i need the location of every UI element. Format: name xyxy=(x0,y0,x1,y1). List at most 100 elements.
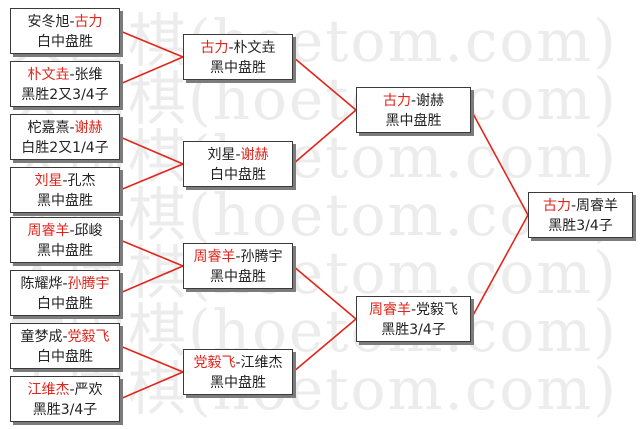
player-name: 刘星 xyxy=(34,173,63,189)
player-name: 古力 xyxy=(200,40,229,56)
matchup-line: 古力-谢赫 xyxy=(357,91,470,111)
connector-line xyxy=(470,214,529,320)
player-name: 孙腾宇 xyxy=(240,249,283,265)
connector-line xyxy=(119,239,184,267)
connector-line xyxy=(119,371,184,400)
match-box-round1-2: 朴文垚-张维黑胜2又3/4子 xyxy=(10,61,120,107)
player-name: 党毅飞 xyxy=(67,329,110,345)
matchup-line: 刘星-谢赫 xyxy=(184,145,292,165)
connector-line xyxy=(119,56,184,85)
connector-line xyxy=(292,265,357,320)
connector-line xyxy=(119,163,184,191)
separator: - xyxy=(69,223,75,239)
match-result: 黑中盘胜 xyxy=(385,113,442,129)
match-box-round1-3: 柁嘉熹-谢赫白胜2又1/4子 xyxy=(10,114,120,160)
connector-line xyxy=(292,109,357,165)
connector-line xyxy=(119,30,184,58)
player-name: 朴文垚 xyxy=(27,67,70,83)
separator: - xyxy=(62,276,68,292)
match-box-round2-1: 古力-朴文垚黑中盘胜 xyxy=(183,34,293,80)
player-name: 陈耀烨 xyxy=(20,276,63,292)
player-name: 谢赫 xyxy=(416,93,445,109)
match-result: 白中盘胜 xyxy=(37,34,93,50)
connector-line xyxy=(470,109,529,216)
match-box-round1-1: 安冬旭-古力白中盘胜 xyxy=(10,8,120,54)
matchup-line: 古力-周睿羊 xyxy=(529,196,632,216)
separator: - xyxy=(69,67,75,83)
player-name: 周睿羊 xyxy=(193,249,236,265)
player-name: 周睿羊 xyxy=(368,302,411,318)
matchup-line: 周睿羊-孙腾宇 xyxy=(184,247,292,267)
player-name: 古力 xyxy=(382,93,411,109)
player-name: 安冬旭 xyxy=(27,14,70,30)
separator: - xyxy=(69,382,75,398)
matchup-line: 周睿羊-党毅飞 xyxy=(357,300,470,320)
match-result: 黑中盘胜 xyxy=(210,375,266,391)
separator: - xyxy=(69,14,75,30)
matchup-line: 童梦成-党毅飞 xyxy=(11,327,119,347)
match-result: 黑中盘胜 xyxy=(37,243,93,259)
player-name: 谢赫 xyxy=(240,147,269,163)
matchup-line: 古力-朴文垚 xyxy=(184,38,292,58)
match-result: 白胜2又1/4子 xyxy=(21,140,109,156)
player-name: 江维杰 xyxy=(240,355,283,371)
player-name: 周睿羊 xyxy=(27,223,70,239)
player-name: 党毅飞 xyxy=(193,355,236,371)
matchup-line: 柁嘉熹-谢赫 xyxy=(11,118,119,138)
match-result: 白中盘胜 xyxy=(210,167,266,183)
separator: - xyxy=(410,302,417,318)
player-name: 周睿羊 xyxy=(576,198,619,214)
match-result: 白中盘胜 xyxy=(37,349,93,365)
separator: - xyxy=(235,355,241,371)
separator: - xyxy=(69,120,75,136)
player-name: 古力 xyxy=(74,14,103,30)
connector-line xyxy=(292,56,357,111)
connector-line xyxy=(119,136,184,165)
matchup-line: 周睿羊-邱峻 xyxy=(11,221,119,241)
player-name: 邱峻 xyxy=(74,223,103,239)
matchup-line: 陈耀烨-孙腾宇 xyxy=(11,274,119,294)
separator: - xyxy=(228,40,234,56)
player-name: 严欢 xyxy=(74,382,103,398)
match-result: 白中盘胜 xyxy=(37,296,93,312)
matchup-line: 朴文垚-张维 xyxy=(11,65,119,85)
player-name: 柁嘉熹 xyxy=(27,120,70,136)
player-name: 童梦成 xyxy=(20,329,63,345)
connector-line xyxy=(119,265,184,294)
matchup-line: 江维杰-严欢 xyxy=(11,380,119,400)
separator: - xyxy=(410,93,417,109)
connector-line xyxy=(292,318,357,373)
match-box-round1-6: 陈耀烨-孙腾宇白中盘胜 xyxy=(10,270,120,316)
match-box-round3-1: 古力-谢赫黑中盘胜 xyxy=(356,87,471,133)
separator: - xyxy=(235,249,241,265)
match-box-round2-4: 党毅飞-江维杰黑中盘胜 xyxy=(183,349,293,395)
separator: - xyxy=(570,198,577,214)
player-name: 古力 xyxy=(542,198,571,214)
separator: - xyxy=(235,147,241,163)
player-name: 朴文垚 xyxy=(233,40,276,56)
match-box-round1-4: 刘星-孔杰黑中盘胜 xyxy=(10,167,120,213)
matchup-line: 安冬旭-古力 xyxy=(11,12,119,32)
match-result: 黑胜3/4子 xyxy=(32,402,98,418)
player-name: 孙腾宇 xyxy=(67,276,110,292)
player-name: 刘星 xyxy=(207,147,236,163)
match-box-round1-7: 童梦成-党毅飞白中盘胜 xyxy=(10,323,120,369)
player-name: 谢赫 xyxy=(74,120,103,136)
match-box-round3-2: 周睿羊-党毅飞黑胜3/4子 xyxy=(356,296,471,342)
player-name: 党毅飞 xyxy=(416,302,459,318)
match-box-round2-3: 周睿羊-孙腾宇黑中盘胜 xyxy=(183,243,293,289)
match-result: 黑胜3/4子 xyxy=(548,218,613,234)
player-name: 张维 xyxy=(74,67,103,83)
match-box-final-1: 古力-周睿羊黑胜3/4子 xyxy=(528,192,633,238)
player-name: 江维杰 xyxy=(27,382,70,398)
connector-line xyxy=(119,345,184,373)
player-name: 孔杰 xyxy=(67,173,96,189)
match-result: 黑中盘胜 xyxy=(210,269,266,285)
separator: - xyxy=(62,329,68,345)
matchup-line: 党毅飞-江维杰 xyxy=(184,353,292,373)
match-box-round1-5: 周睿羊-邱峻黑中盘胜 xyxy=(10,217,120,263)
match-box-round2-2: 刘星-谢赫白中盘胜 xyxy=(183,141,293,187)
match-box-round1-8: 江维杰-严欢黑胜3/4子 xyxy=(10,376,120,422)
match-result: 黑中盘胜 xyxy=(210,60,266,76)
